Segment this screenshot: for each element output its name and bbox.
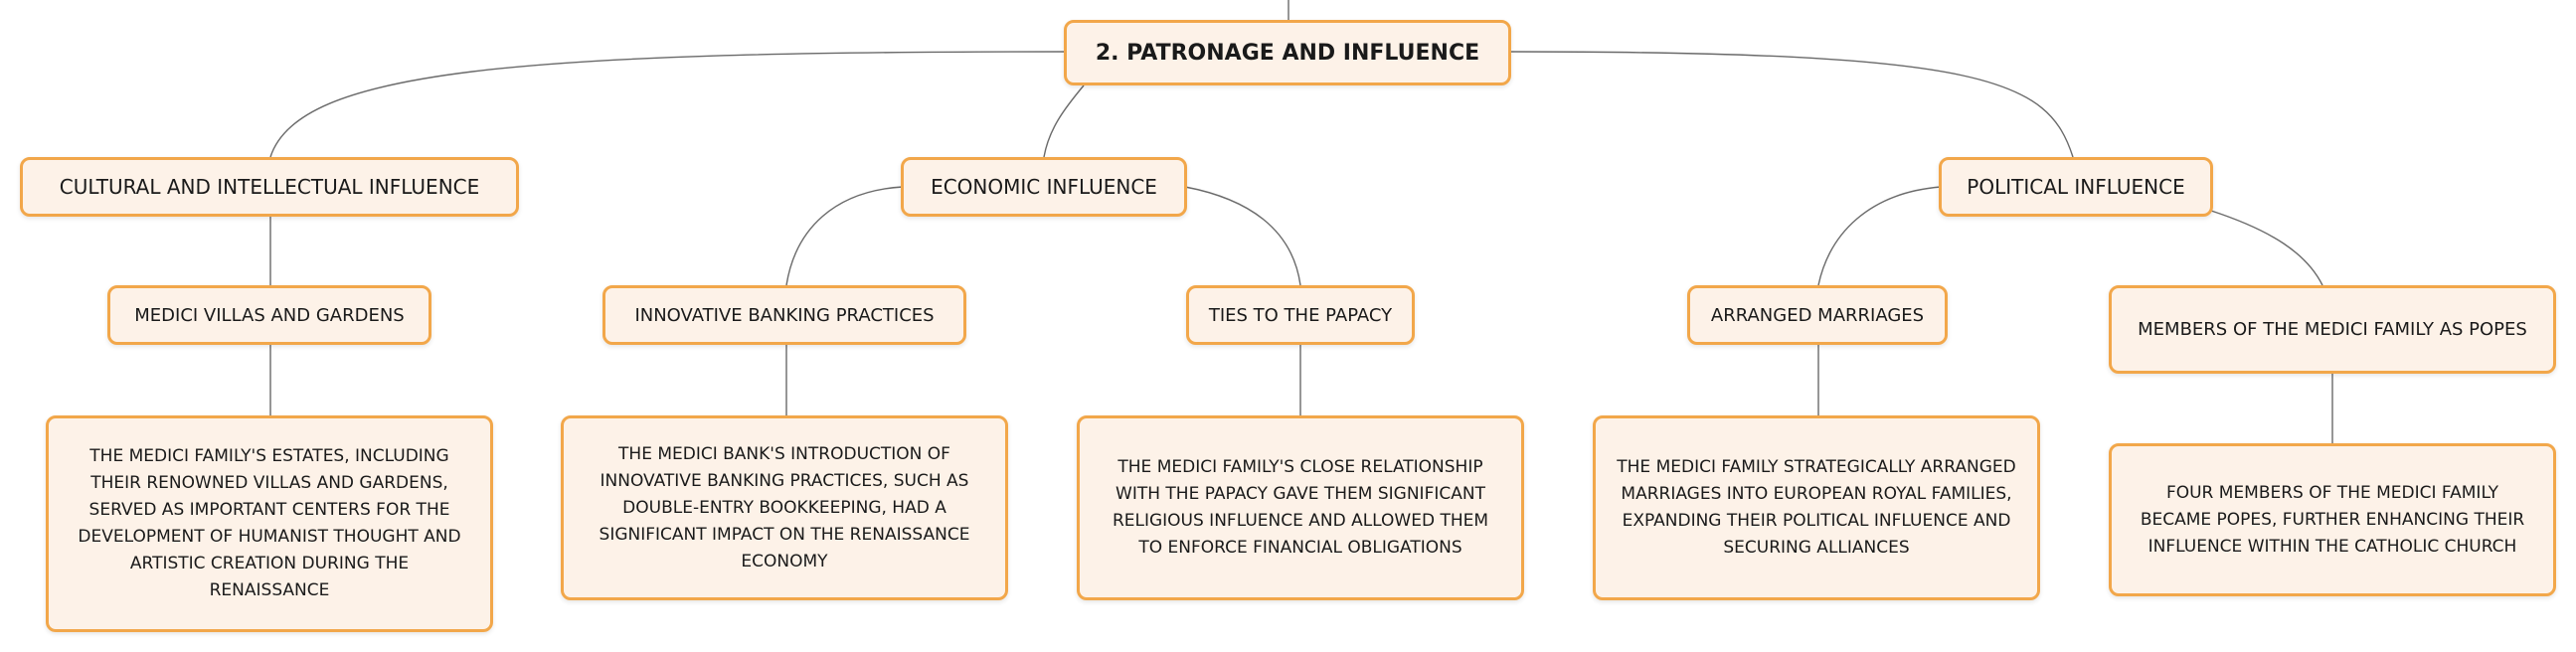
branch-cultural-label: Cultural and Intellectual Influence — [59, 175, 480, 199]
subtopic-papacy-label: Ties to the Papacy — [1208, 304, 1393, 326]
detail-ties-papacy[interactable]: The Medici family's close relationship w… — [1077, 415, 1524, 600]
detail-arranged-marriages[interactable]: The Medici family strategically arranged… — [1593, 415, 2040, 600]
detail-papacy-text: The Medici family's close relationship w… — [1112, 457, 1489, 558]
subtopic-medici-popes[interactable]: Members of the Medici Family as Popes — [2109, 285, 2556, 374]
connector-economic-papacy — [1184, 186, 1301, 286]
branch-cultural-influence[interactable]: Cultural and Intellectual Influence — [20, 157, 519, 217]
branch-economic-label: Economic Influence — [931, 175, 1157, 199]
root-topic-label: 2. Patronage and Influence — [1095, 40, 1480, 66]
root-topic[interactable]: 2. Patronage and Influence — [1064, 20, 1511, 85]
connector-political-popes — [2210, 210, 2323, 286]
subtopic-marriages-label: Arranged Marriages — [1710, 304, 1925, 326]
branch-political-label: Political Influence — [1967, 175, 2185, 199]
detail-medici-popes[interactable]: Four members of the Medici family became… — [2109, 443, 2556, 596]
detail-villas-text: The Medici family's estates, including t… — [78, 446, 461, 600]
detail-popes-text: Four members of the Medici family became… — [2140, 482, 2525, 557]
subtopic-ties-papacy[interactable]: Ties to the Papacy — [1186, 285, 1415, 345]
detail-marriages-text: The Medici family strategically arranged… — [1617, 457, 2016, 558]
branch-economic-influence[interactable]: Economic Influence — [901, 157, 1187, 217]
detail-banking-text: The Medici Bank's introduction of innova… — [599, 443, 970, 571]
connector-political-marriages — [1817, 186, 1942, 286]
detail-medici-villas[interactable]: The Medici family's estates, including t… — [46, 415, 493, 632]
connector-economic-banking — [785, 186, 904, 286]
subtopic-banking-practices[interactable]: Innovative Banking Practices — [602, 285, 966, 345]
branch-political-influence[interactable]: Political Influence — [1939, 157, 2213, 217]
connector-root-economic — [1043, 84, 1085, 158]
subtopic-popes-label: Members of the Medici Family as Popes — [2138, 319, 2527, 340]
subtopic-arranged-marriages[interactable]: Arranged Marriages — [1687, 285, 1948, 345]
detail-banking-practices[interactable]: The Medici Bank's introduction of innova… — [561, 415, 1008, 600]
subtopic-banking-label: Innovative Banking Practices — [634, 304, 935, 326]
subtopic-villas-label: Medici Villas and Gardens — [134, 304, 405, 326]
connector-root-political — [1510, 51, 2074, 158]
connector-root-cultural — [269, 51, 1065, 158]
subtopic-medici-villas[interactable]: Medici Villas and Gardens — [107, 285, 431, 345]
